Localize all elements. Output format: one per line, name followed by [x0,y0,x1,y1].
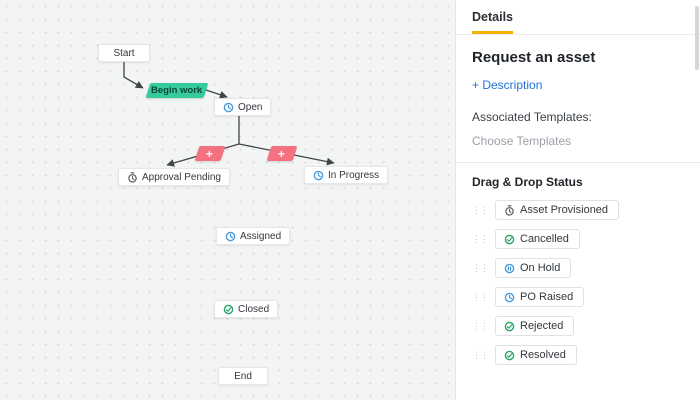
status-chip-label: PO Raised [520,291,574,303]
workflow-connectors [123,62,335,167]
list-item: ⋮⋮ Resolved [472,345,684,365]
plus-icon: + [278,146,286,161]
status-chip-label: Asset Provisioned [520,204,609,216]
list-item: ⋮⋮ PO Raised [472,287,684,307]
transition-begin-work[interactable]: Begin work [145,83,209,98]
stopwatch-icon [127,172,138,183]
drag-handle-icon[interactable]: ⋮⋮ [472,262,489,273]
status-chip-label: On Hold [520,262,561,274]
clock-icon [223,102,234,113]
workflow-node-end[interactable]: End [218,367,268,385]
node-label: Assigned [240,230,282,242]
list-item: ⋮⋮ Rejected [472,316,684,336]
status-chip-on-hold[interactable]: On Hold [495,258,572,278]
status-chip-label: Resolved [520,349,566,361]
workflow-node-open[interactable]: Open [214,98,272,116]
clock-icon [313,170,324,181]
status-chip-label: Cancelled [520,233,569,245]
node-label: End [234,370,252,382]
drag-handle-icon[interactable]: ⋮⋮ [472,291,489,302]
node-label: Start [113,47,135,59]
divider [456,162,700,163]
node-label: In Progress [328,169,380,181]
list-item: ⋮⋮ Asset Provisioned [472,200,684,220]
status-chip-cancelled[interactable]: Cancelled [495,229,580,249]
pause-icon [504,263,515,274]
add-description-link[interactable]: + Description [472,78,543,92]
check-icon [504,321,515,332]
clock-icon [504,292,515,303]
node-label: Open [238,101,263,113]
clock-icon [225,231,236,242]
node-label: Approval Pending [142,171,221,183]
workflow-node-in-progress[interactable]: In Progress [304,166,389,184]
workflow-node-approval-pending[interactable]: Approval Pending [118,168,230,186]
status-chip-po-raised[interactable]: PO Raised [495,287,585,307]
drag-drop-status-heading: Drag & Drop Status [472,175,583,189]
choose-templates-select[interactable]: Choose Templates [472,134,572,148]
status-chip-resolved[interactable]: Resolved [495,345,577,365]
workflow-node-assigned[interactable]: Assigned [216,227,291,245]
details-panel: Details Request an asset + Description A… [455,0,700,400]
drag-handle-icon[interactable]: ⋮⋮ [472,320,489,331]
status-chip-rejected[interactable]: Rejected [495,316,575,336]
associated-templates-label: Associated Templates: [472,110,592,124]
scrollbar-thumb[interactable] [695,6,699,70]
plus-icon: + [206,146,214,161]
check-icon [223,304,234,315]
workflow-node-start[interactable]: Start [98,44,150,62]
panel-body: Request an asset + Description Associate… [456,35,700,365]
workflow-node-closed[interactable]: Closed [214,300,279,318]
list-item: ⋮⋮ On Hold [472,258,684,278]
node-label: Closed [238,303,270,315]
check-icon [504,234,515,245]
tab-details[interactable]: Details [472,10,513,34]
status-chip-asset-provisioned[interactable]: Asset Provisioned [495,200,620,220]
page-title: Request an asset [472,49,596,66]
add-transition-button-right[interactable]: + [266,146,298,161]
panel-tabs: Details [456,0,700,35]
add-transition-button-left[interactable]: + [194,146,226,161]
drag-handle-icon[interactable]: ⋮⋮ [472,233,489,244]
list-item: ⋮⋮ Cancelled [472,229,684,249]
drag-handle-icon[interactable]: ⋮⋮ [472,349,489,360]
stopwatch-icon [504,205,515,216]
status-chip-label: Rejected [520,320,564,332]
check-icon [504,350,515,361]
drag-handle-icon[interactable]: ⋮⋮ [472,204,489,215]
transition-label: Begin work [151,85,203,96]
workflow-canvas[interactable]: Start Begin work Open + + Approval Pendi… [0,0,455,400]
